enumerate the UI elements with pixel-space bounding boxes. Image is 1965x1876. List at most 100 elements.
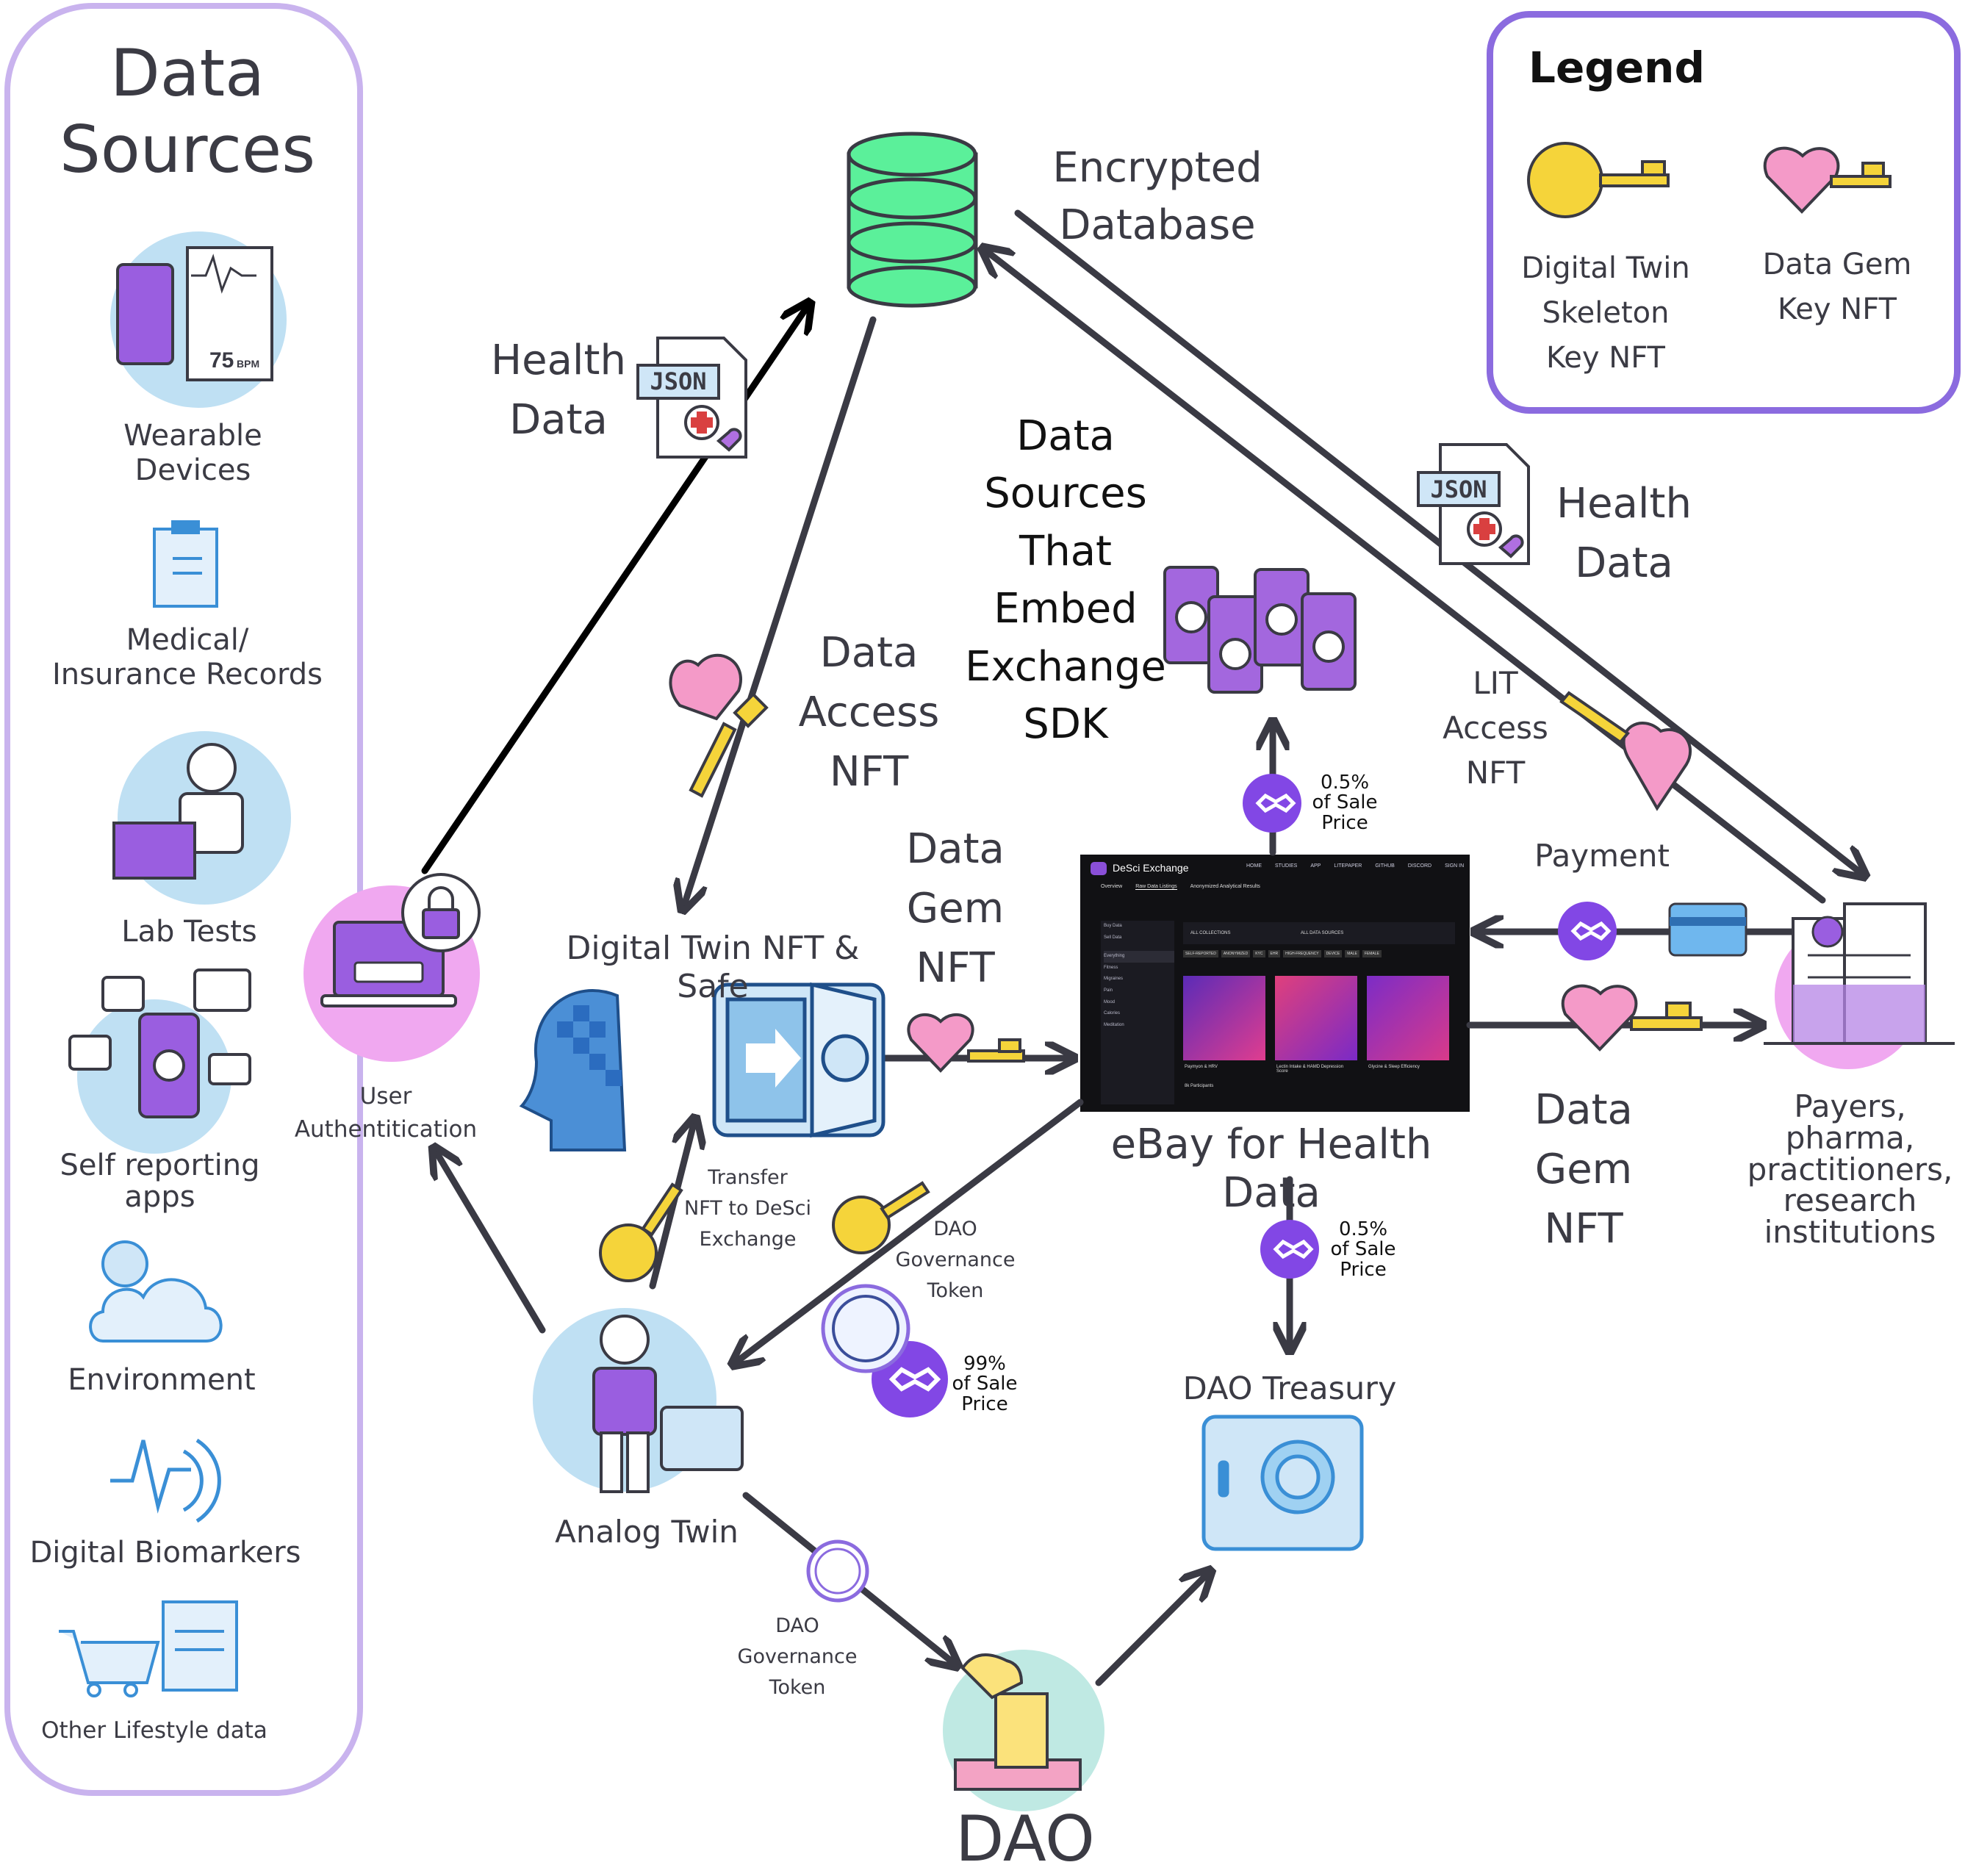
exchange-filter-bar: ALL COLLECTIONS ALL DATA SOURCES bbox=[1183, 922, 1455, 944]
exchange-nav: HOME STUDIES APP LITEPAPER GITHUB DISCOR… bbox=[1246, 863, 1464, 869]
lab-tests-label: Lab Tests bbox=[121, 915, 257, 949]
listing-card-image[interactable] bbox=[1275, 976, 1357, 1060]
nav-litepaper[interactable]: LITEPAPER bbox=[1334, 863, 1362, 869]
other-lifestyle-label: Other Lifestyle data bbox=[41, 1717, 267, 1744]
exchange-label: eBay for Health Data bbox=[1110, 1121, 1432, 1218]
listing-card-image[interactable] bbox=[1183, 976, 1265, 1060]
chip[interactable]: KYC bbox=[1253, 950, 1265, 957]
exchange-brand: DeSci Exchange bbox=[1113, 862, 1189, 874]
chip[interactable]: FEMALE bbox=[1362, 950, 1382, 957]
legend-box bbox=[1487, 11, 1961, 414]
dao-ballot-icon bbox=[943, 1650, 1104, 1811]
nav-discord[interactable]: DISCORD bbox=[1407, 863, 1432, 869]
desci-token-icon bbox=[806, 1539, 869, 1603]
environment-label: Environment bbox=[68, 1363, 256, 1397]
analog-twin-label: Analog Twin bbox=[555, 1514, 739, 1550]
sun-cloud-icon bbox=[89, 1240, 223, 1343]
desci-token-icon bbox=[821, 1284, 910, 1373]
edges bbox=[421, 209, 1863, 1686]
edge-payers-to-database bbox=[985, 250, 1826, 904]
sidebar-meditation[interactable]: Meditation bbox=[1104, 1022, 1124, 1027]
treasury-label: DAO Treasury bbox=[1182, 1370, 1397, 1407]
json-badge: JSON bbox=[650, 367, 706, 395]
nav-app[interactable]: APP bbox=[1310, 863, 1321, 869]
edge-database-to-twin bbox=[683, 316, 877, 908]
smiley-key-icon bbox=[599, 1182, 683, 1282]
sidebar-migraines[interactable]: Migraines bbox=[1104, 977, 1124, 982]
medical-records-label: Medical/Insurance Records bbox=[51, 623, 323, 692]
listing-card-title: Paymyon & HRV bbox=[1185, 1065, 1218, 1069]
edge-analog-to-auth bbox=[435, 1150, 546, 1334]
legend-smiley-key-icon bbox=[1527, 142, 1670, 218]
payers-building-icon bbox=[1764, 902, 1955, 1069]
sdk-phones-icon bbox=[1163, 566, 1357, 694]
exchange-tabs: Overview Raw Data Listings Anonymized An… bbox=[1101, 884, 1260, 890]
nav-github[interactable]: GITHUB bbox=[1375, 863, 1395, 869]
tab-raw-data[interactable]: Raw Data Listings bbox=[1135, 884, 1177, 890]
digital-twin-label: Digital Twin NFT & Safe bbox=[566, 930, 860, 1005]
sidebar-everything[interactable]: Everything bbox=[1104, 951, 1174, 963]
listing-card-participants: 8k Participants bbox=[1185, 1084, 1214, 1088]
polygon-token-icon bbox=[1260, 1220, 1319, 1279]
sidebar-buy[interactable]: Buy Data bbox=[1104, 924, 1122, 928]
chip[interactable]: SELF-REPORTED bbox=[1183, 950, 1218, 957]
tab-anonymized[interactable]: Anonymized Analytical Results bbox=[1190, 884, 1260, 889]
shopping-receipt-icon bbox=[59, 1600, 238, 1697]
nav-signin[interactable]: SIGN IN bbox=[1445, 863, 1465, 869]
digital-twin-head-icon bbox=[519, 989, 627, 1151]
analog-twin-icon bbox=[533, 1308, 744, 1493]
chip[interactable]: MALE bbox=[1345, 950, 1359, 957]
chip[interactable]: DEVICE bbox=[1323, 950, 1343, 957]
filter-sources[interactable]: ALL DATA SOURCES bbox=[1301, 931, 1344, 935]
sidebar-calories[interactable]: Calories bbox=[1104, 1011, 1121, 1016]
chip[interactable]: HIGH-FREQUENCY bbox=[1283, 950, 1321, 957]
sidebar-sell[interactable]: Sell Data bbox=[1104, 935, 1122, 940]
exchange-screenshot[interactable]: DeSci Exchange HOME STUDIES APP LITEPAPE… bbox=[1080, 855, 1470, 1112]
exchange-logo-icon bbox=[1091, 862, 1107, 875]
sidebar-mood[interactable]: Mood bbox=[1104, 999, 1116, 1005]
edge-exchange-to-analog bbox=[735, 1099, 1084, 1363]
filter-collections[interactable]: ALL COLLECTIONS bbox=[1190, 931, 1231, 935]
treasury-safe-icon bbox=[1201, 1415, 1364, 1551]
json-file-icon bbox=[636, 337, 747, 459]
bpm-value: 75 bbox=[209, 348, 234, 373]
credit-card-icon bbox=[1668, 902, 1747, 957]
json-file-icon bbox=[1417, 443, 1530, 565]
sidebar-fitness[interactable]: Fitness bbox=[1104, 965, 1118, 970]
database-icon bbox=[847, 132, 978, 308]
sidebar-pain[interactable]: Pain bbox=[1104, 988, 1113, 993]
safe-icon bbox=[712, 982, 885, 1138]
chip[interactable]: ANONYMIZED bbox=[1221, 950, 1251, 957]
payment-label: Payment bbox=[1534, 838, 1670, 874]
listing-card-image[interactable] bbox=[1367, 976, 1449, 1060]
bpm-unit: BPM bbox=[237, 358, 259, 370]
heart-key-icon bbox=[1561, 984, 1703, 1052]
chip[interactable]: EHR bbox=[1268, 950, 1281, 957]
tab-overview[interactable]: Overview bbox=[1101, 884, 1123, 889]
heart-key-icon bbox=[1559, 691, 1692, 811]
nav-home[interactable]: HOME bbox=[1246, 863, 1262, 869]
nav-studies[interactable]: STUDIES bbox=[1275, 863, 1298, 869]
biomarker-wave-icon bbox=[110, 1438, 221, 1523]
edge-dao-to-treasury bbox=[1095, 1573, 1209, 1686]
polygon-token-icon bbox=[1243, 774, 1301, 833]
exchange-chips: SELF-REPORTED ANONYMIZED KYC EHR HIGH-FR… bbox=[1183, 950, 1382, 957]
clipboard-medical-icon bbox=[153, 520, 218, 608]
